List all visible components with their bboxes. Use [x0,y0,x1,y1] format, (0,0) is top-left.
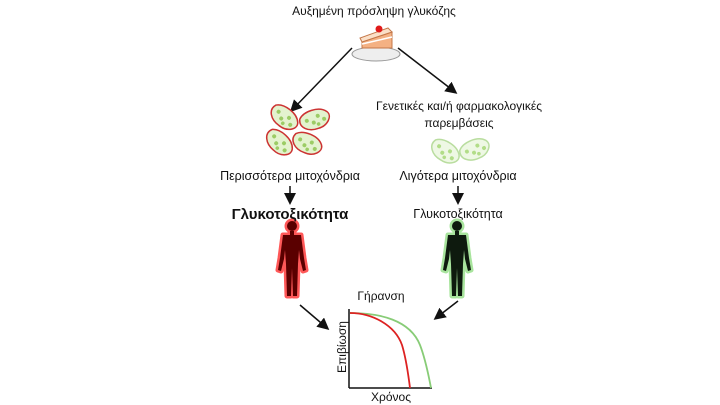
intervention-caption-line1: Γενετικές και/ή φαρμακολογικές [376,99,542,113]
more-mitochondria-label: Περισσότερα μιτοχόνδρια [220,169,360,183]
mitochondria-cluster-left [260,100,334,161]
mitochondrion-icon [456,133,494,166]
glucotoxicity-label-left: Γλυκοτοξικότητα [231,206,349,223]
mitochondrion-icon [426,134,464,169]
arrow-left-to-plot [299,304,330,330]
survival-curve-red [349,312,411,389]
arrow-to-left-branch [289,47,353,113]
human-silhouette-icon [443,221,471,296]
human-silhouette-icon [278,221,306,296]
arrow-right-to-plot [433,300,459,320]
intake-caption: Αυξημένη πρόσληψη γλυκόζης [292,4,456,18]
mitochondrion-icon [296,104,334,135]
plot-x-label: Χρόνος [371,390,411,404]
intervention-caption-line2: παρεμβάσεις [424,116,494,130]
mitochondria-cluster-right [426,133,494,169]
plot-title: Γήρανση [357,289,405,303]
cake-slice-icon [351,25,401,62]
glucotoxicity-label-right: Γλυκοτοξικότητα [413,207,503,221]
mitochondrion-icon [260,124,298,161]
mitochondrion-icon [288,128,326,159]
plot-y-label: Επιβίωση [334,321,349,373]
fewer-mitochondria-label: Λιγότερα μιτοχόνδρια [399,169,517,183]
survival-curve-green [349,312,432,389]
arrow-to-right-branch [397,47,458,94]
survival-plot [348,309,432,389]
